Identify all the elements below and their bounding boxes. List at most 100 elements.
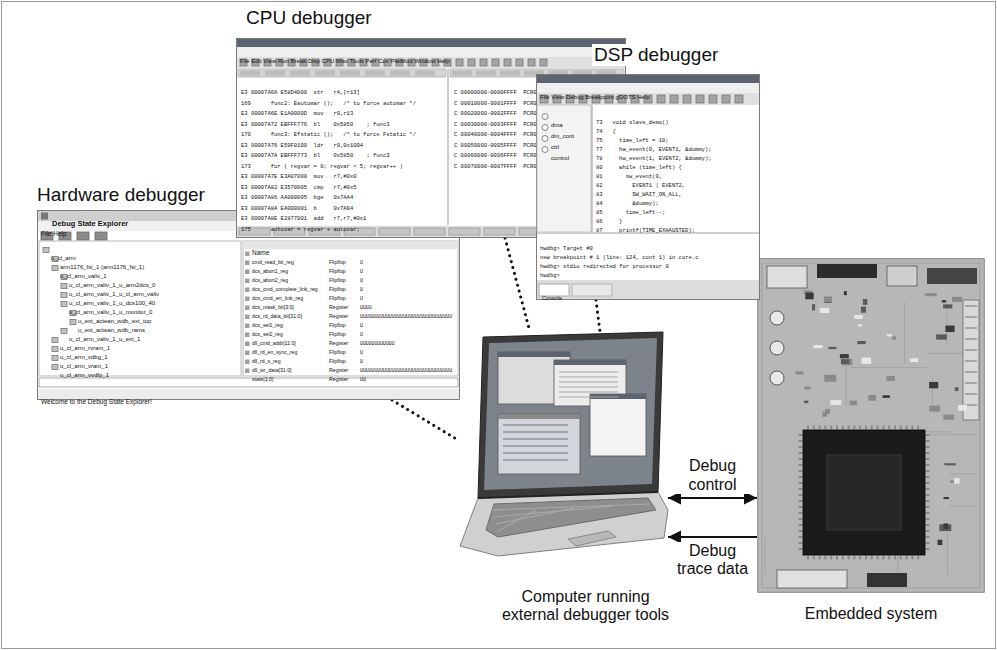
hardware-debugger-window: Hardware debuggerDebug State ExplorerFil…	[37, 210, 460, 400]
signal-type: Register	[329, 368, 348, 374]
chip-pin	[830, 556, 832, 560]
smd-component	[841, 359, 852, 365]
code-line: 170 func3: Efstatic (); /* to force Fsta…	[241, 132, 416, 138]
code-line: 81 sw_event(0,	[596, 174, 662, 180]
board-trace	[846, 365, 847, 407]
dsp-debugger-window: DSP debuggerFile View Debug Breakpoint g…	[536, 74, 760, 300]
chip-pin	[799, 434, 803, 436]
tree-item: u_cl_arm	[51, 255, 76, 262]
tab	[572, 284, 612, 296]
smd-component	[861, 358, 871, 364]
window-title: Debug State Explorer	[52, 220, 128, 229]
signal-value: UUUUUUUUUUUUUUUUUUUUUUUUUUUUUUUU	[360, 314, 452, 320]
tree-folder-icon	[61, 284, 67, 289]
chip-pin	[842, 556, 844, 560]
signal-name: state[1:0]	[252, 377, 273, 383]
chip-pin	[799, 524, 803, 526]
code-line: E3 00007A8A EA000001 b 0x7A94	[241, 206, 353, 212]
tree-folder-icon	[61, 329, 67, 334]
text-slot: Welcome to the Debug State Explorer!	[41, 390, 152, 408]
signal-icon	[245, 288, 250, 293]
chip-pin	[926, 470, 930, 472]
tab	[449, 228, 480, 235]
smd-component	[868, 395, 876, 401]
signal-value: U	[360, 350, 363, 356]
code-line: 85 time_left--;	[596, 210, 665, 216]
screen-text-line	[559, 396, 618, 397]
board-trace	[904, 303, 905, 364]
chip-die	[827, 455, 901, 530]
connector-pin	[965, 361, 977, 362]
chip-pin	[926, 530, 930, 532]
pane-button	[365, 71, 385, 76]
signal-value: UUUUUUUUUUUUUUUUUUUUUUUUUUUUUUUU	[360, 368, 452, 374]
board-trace	[949, 506, 976, 507]
signal-name: dcs_mask_bit[3:0]	[252, 305, 294, 311]
connector	[777, 570, 847, 588]
signal-name: cmd_read_bit_reg	[252, 260, 294, 266]
chip-pin	[842, 426, 844, 430]
laptop-screen	[484, 338, 657, 490]
signal-name: dcs_rd_data_bit[31:0]	[252, 314, 302, 320]
signal-type: Flipflop	[329, 296, 346, 302]
chip-pin	[906, 556, 908, 560]
pane-divider	[448, 69, 449, 225]
chip-pin	[859, 556, 861, 560]
connector-pin	[965, 306, 977, 307]
touchpad	[568, 531, 616, 546]
chip-pin	[926, 434, 930, 436]
chip-pin	[799, 482, 803, 484]
chip-pin	[926, 476, 930, 478]
window-frame	[237, 39, 626, 238]
signal-table	[243, 241, 458, 376]
tree-folder-icon	[52, 356, 58, 361]
chip-pin	[926, 524, 930, 526]
text-slot: File View Debug Breakpoint gDOTS Help	[540, 85, 650, 103]
window-heading: CPU debugger	[244, 7, 374, 29]
chip-pin	[888, 556, 890, 560]
dotted-link	[392, 400, 458, 440]
tree-item: u_cl_arm_valiv_1	[60, 273, 107, 280]
chip-pin	[882, 426, 884, 430]
pane-button	[500, 71, 520, 76]
smd-component	[958, 405, 967, 411]
signal-icon	[245, 270, 250, 275]
code-line: 87 printf(TIME_EXHAUSTED);	[596, 228, 695, 234]
signal-type: Register	[329, 314, 348, 320]
signal-type: Flipflop	[329, 323, 346, 329]
menu-text: File Edit View Run Break Disp CPU Misc T…	[240, 58, 450, 65]
screen-window	[590, 394, 646, 456]
chip-pin	[926, 464, 930, 466]
tree-item: u_cl_arm_vvdfp_1	[60, 372, 109, 379]
tree-item: arm1176_fsi_1 (arm1176_fsi_1)	[60, 264, 144, 271]
code-line: E3 00007A8E E2877001 add r7,r7,#0x1	[241, 216, 366, 222]
tree-item: u_cl_arm_vdbg_1	[60, 354, 108, 361]
smd-component	[943, 415, 954, 420]
tree-folder-icon	[61, 302, 67, 307]
laptop-base	[460, 492, 668, 556]
pane-button	[240, 71, 260, 76]
chip-pin	[877, 556, 879, 560]
chip-pin	[871, 556, 873, 560]
caption: Computer running external debugger tools	[493, 588, 678, 625]
signal-value: U	[360, 296, 363, 302]
screen-window-bar	[554, 360, 626, 365]
smd-component	[804, 386, 810, 389]
window-frame	[537, 75, 760, 300]
pane-button	[290, 71, 310, 76]
smd-component	[943, 304, 952, 308]
chip-pin	[813, 426, 815, 430]
console-line: new breakpoint # 1 (line: 124, cont 1) i…	[540, 255, 698, 261]
tree-folder-icon	[70, 320, 76, 325]
text-slot: File Edit View Run Break Disp CPU Misc T…	[240, 49, 450, 67]
tree-item: u_ext_actean_wdb_ext_top	[78, 318, 151, 325]
embedded-board: Embedded system	[757, 258, 985, 593]
menu-text: File Help	[41, 230, 67, 237]
smd-component	[828, 347, 836, 349]
code-line: E3 00007A7E E3A07000 mov r7,#0x0	[241, 174, 357, 180]
chip-pin	[900, 426, 902, 430]
connector	[963, 300, 979, 420]
signal-type: Flipflop	[329, 260, 346, 266]
toolbar-icon	[709, 95, 717, 103]
chip-pin	[859, 426, 861, 430]
